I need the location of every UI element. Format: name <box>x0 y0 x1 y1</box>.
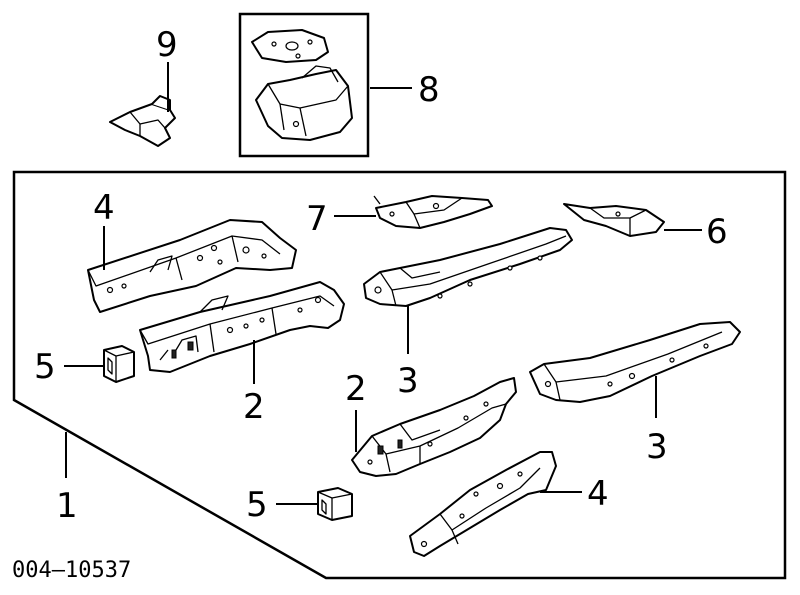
part-8-frame <box>238 12 370 158</box>
part-3-rail-middle <box>363 227 573 307</box>
callout-2-left: 2 <box>243 387 265 427</box>
part-5-block-upper <box>103 345 135 383</box>
part-2-rail-left <box>139 281 345 373</box>
leader-lines <box>64 62 702 505</box>
part-5-block-lower <box>317 487 353 521</box>
callout-1: 1 <box>56 486 78 526</box>
part-8-support <box>251 29 353 141</box>
part-4-rail-upper <box>87 219 297 313</box>
callout-2-center: 2 <box>345 369 367 409</box>
callout-4-upper: 4 <box>93 188 115 228</box>
callout-3-right: 3 <box>646 427 668 467</box>
part-3-rail-right <box>529 321 741 403</box>
part-9-bracket <box>109 95 176 147</box>
callout-5-upper: 5 <box>34 347 56 387</box>
part-2-rail-center <box>351 377 517 477</box>
callout-8: 8 <box>418 70 440 110</box>
assembly-frame <box>12 170 787 580</box>
part-7-bracket <box>373 195 493 229</box>
callout-5-lower: 5 <box>246 485 268 525</box>
callout-3-middle: 3 <box>397 361 419 401</box>
part-6-bracket <box>563 203 665 237</box>
callout-6: 6 <box>706 212 728 252</box>
drawing-code: 004–10537 <box>12 558 131 583</box>
callout-4-lower: 4 <box>587 474 609 514</box>
part-4-rail-lower <box>409 451 557 557</box>
callout-9: 9 <box>156 25 178 65</box>
callout-7: 7 <box>306 199 328 239</box>
